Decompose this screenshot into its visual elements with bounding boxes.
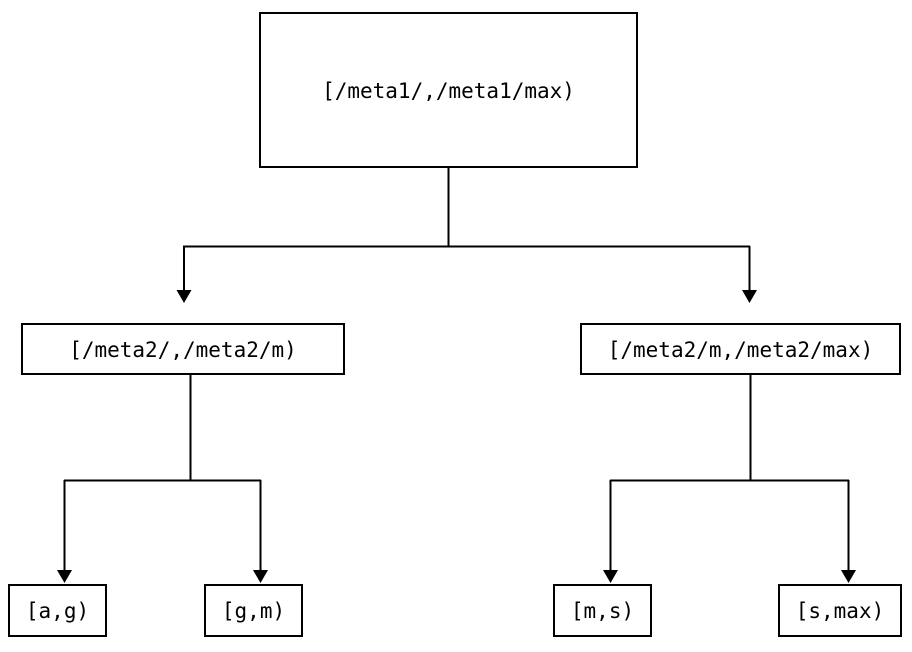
tree-node-leaf-ag[interactable]: [a,g)	[8, 584, 107, 637]
tree-node-leaf-gm[interactable]: [g,m)	[204, 584, 303, 637]
tree-node-mid-right[interactable]: [/meta2/m,/meta2/max)	[580, 323, 901, 375]
tree-node-mid-left-label: [/meta2/,/meta2/m)	[69, 337, 297, 362]
tree-node-leaf-ag-label: [a,g)	[25, 599, 90, 623]
arrowhead-mid-left-to-leaf-ag	[57, 570, 72, 583]
tree-node-leaf-smax[interactable]: [s,max)	[778, 584, 902, 637]
tree-node-root[interactable]: [/meta1/,/meta1/max)	[259, 12, 638, 168]
arrowhead-root-to-mid-right	[742, 290, 757, 303]
arrowhead-mid-right-to-leaf-ms	[603, 570, 618, 583]
tree-node-leaf-gm-label: [g,m)	[221, 599, 286, 623]
arrowhead-mid-left-to-leaf-gm	[253, 570, 268, 583]
tree-node-mid-left[interactable]: [/meta2/,/meta2/m)	[21, 323, 345, 375]
tree-node-root-label: [/meta1/,/meta1/max)	[322, 78, 575, 103]
tree-node-mid-right-label: [/meta2/m,/meta2/max)	[607, 337, 874, 362]
tree-node-leaf-ms-label: [m,s)	[570, 599, 635, 623]
tree-node-leaf-smax-label: [s,max)	[795, 599, 885, 623]
arrowhead-mid-right-to-leaf-smax	[841, 570, 856, 583]
arrowhead-root-to-mid-left	[176, 290, 192, 303]
tree-node-leaf-ms[interactable]: [m,s)	[553, 584, 652, 637]
